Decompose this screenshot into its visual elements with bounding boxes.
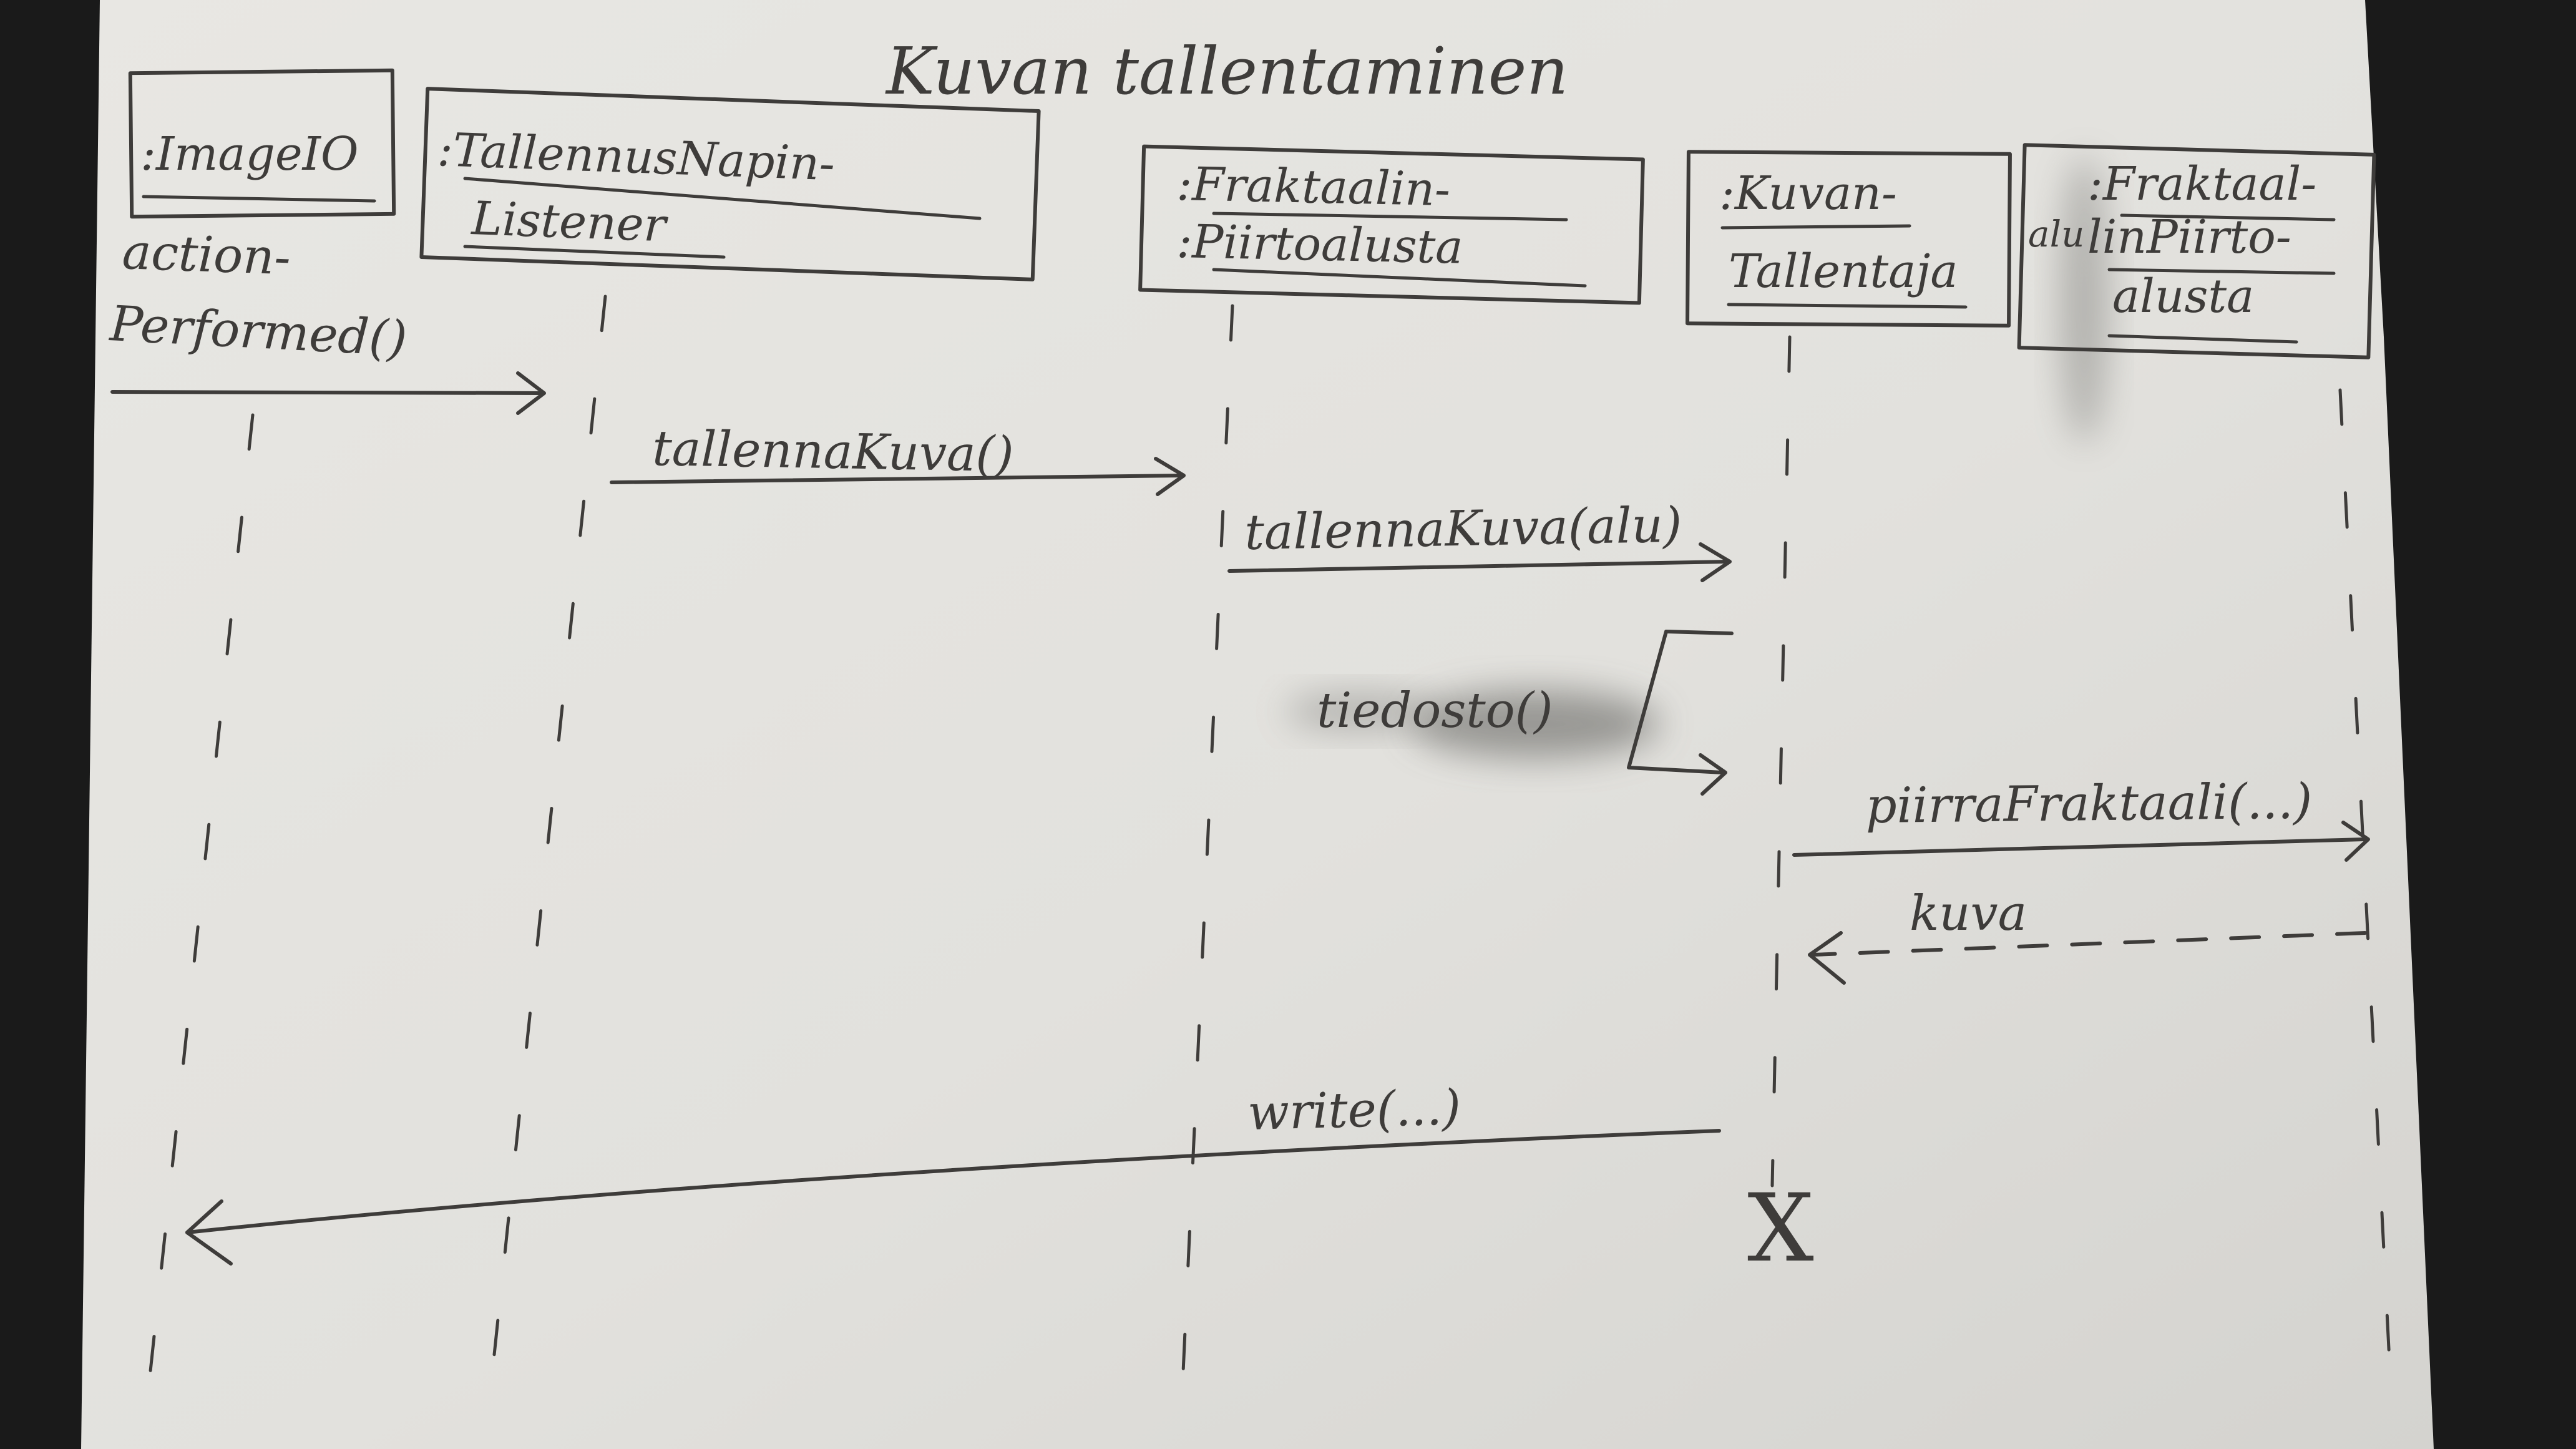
participant-box (128, 68, 396, 219)
message-label: write(...) (1247, 1080, 1461, 1141)
diagram-title: Kuvan tallentaminen (885, 33, 1568, 109)
participant-tallentaja: :Kuvan- Tallentaja (1686, 150, 2012, 328)
message-arrowhead (1699, 753, 1727, 796)
message-write: write(...) (185, 1080, 1721, 1266)
message-kuva: kuva (1808, 886, 2367, 985)
underline (1727, 303, 1968, 309)
participant-box (1686, 150, 2012, 328)
participant-box (419, 87, 1041, 281)
message-arrowhead (516, 371, 546, 415)
underline (1212, 268, 1587, 288)
participant-label-line1: :Fraktaal- (2087, 157, 2316, 211)
message-arrow-line (610, 474, 1184, 484)
lifeline-listener (491, 295, 607, 1368)
message-arrow-line (1792, 837, 2367, 857)
message-label: tiedosto() (1317, 683, 1553, 739)
participant-fraktaalin: :Fraktaalin- :Piirtoalusta (1138, 144, 1645, 305)
message-label: tallennaKuva() (652, 421, 1015, 483)
message-arrow-line (185, 1129, 1721, 1234)
underline (2120, 213, 2336, 222)
participant-label-line2: Listener (469, 192, 670, 253)
message-arrow-line (1227, 560, 1730, 573)
message-label: piirraFraktaali(...) (1865, 774, 2312, 834)
paper-sheet (81, 0, 2434, 1449)
message-arrowhead (1154, 457, 1186, 496)
participant-label-line1: :Kuvan- (1719, 167, 1897, 220)
message-piirraFraktaali: piirraFraktaali(...) (1792, 774, 2370, 862)
message-tallennaKuva: tallennaKuva() (610, 421, 1186, 496)
participant-box (2017, 143, 2376, 359)
message-label: tallennaKuva(alu) (1244, 497, 1682, 561)
participant-imageio: :ImageIO (128, 68, 396, 219)
eraser-smudge-left (1286, 693, 1435, 730)
underline (2107, 268, 2336, 275)
participant-label-line2: Tallentaja (1729, 245, 1958, 298)
lifeline-fraktaalin (1181, 304, 1234, 1387)
message-label: kuva (1910, 886, 2027, 942)
participant-label-line1: :Fraktaalin- (1176, 157, 1451, 217)
participant-label-line3: alusta (2112, 270, 2254, 323)
eraser-smudge-top (2059, 156, 2109, 443)
underline (1720, 224, 1911, 230)
message-label-line1: action- (121, 224, 291, 286)
message-tallennaKuvaAlu: tallennaKuva(alu) (1227, 497, 1732, 582)
destroy-marker: X (1747, 1174, 1814, 1283)
message-tiedosto: tiedosto() (1317, 630, 1734, 796)
participant-label: :ImageIO (140, 127, 359, 181)
underline (463, 177, 982, 220)
participant-prefix: alu (2028, 213, 2084, 255)
underline (1212, 212, 1568, 222)
participant-alu: alu :Fraktaal- linPiirto- alusta (2017, 143, 2376, 359)
self-call-bracket (1627, 630, 1734, 774)
lifeline-tallentaja (1770, 335, 1792, 1188)
message-arrowhead (2341, 821, 2370, 862)
message-arrowhead (1808, 931, 1846, 985)
lifelines (142, 295, 2392, 1437)
eraser-smudge (1410, 690, 1660, 758)
return-arrow-line (1811, 931, 2367, 957)
participant-listener: :TallennusNapin- Listener (419, 87, 1041, 281)
lifeline-imageio (142, 413, 255, 1437)
underline (463, 245, 726, 259)
message-arrowhead (1699, 542, 1732, 582)
participant-box (1138, 144, 1645, 305)
participant-label-line2: :Piirtoalusta (1176, 215, 1464, 275)
message-arrowhead (185, 1199, 233, 1266)
underline (2107, 334, 2298, 344)
underline (142, 195, 376, 203)
message-arrow-line (110, 390, 545, 395)
